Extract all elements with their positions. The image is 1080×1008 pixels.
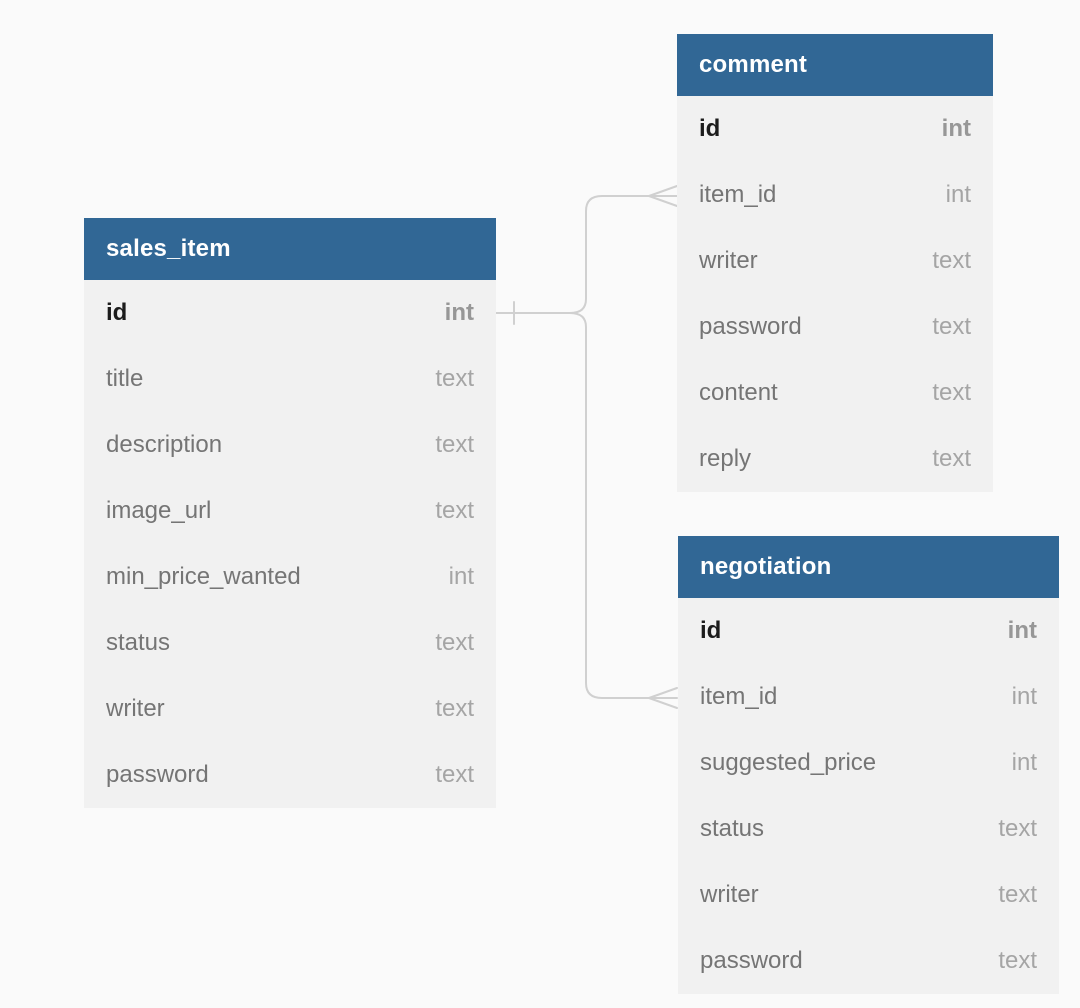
field-row-title: title text (84, 346, 496, 412)
field-row-id: id int (678, 598, 1059, 664)
cardinality-many-marker-comment (648, 185, 678, 207)
table-title: sales_item (106, 235, 231, 262)
field-name: item_id (700, 683, 778, 710)
relationship-sales-item-negotiation (569, 312, 650, 699)
field-name: id (699, 115, 721, 142)
field-name: status (700, 815, 765, 842)
field-row-status: status text (84, 610, 496, 676)
field-row-writer: writer text (677, 228, 993, 294)
field-type: text (435, 761, 474, 788)
field-row-reply: reply text (677, 426, 993, 492)
field-type: text (932, 313, 971, 340)
field-row-status: status text (678, 796, 1059, 862)
table-title: negotiation (700, 553, 832, 580)
cardinality-many-marker-negotiation (648, 687, 678, 709)
field-type: int (1011, 749, 1037, 776)
field-name: password (699, 313, 802, 340)
field-name: status (106, 629, 171, 656)
field-row-writer: writer text (678, 862, 1059, 928)
field-name: content (699, 379, 778, 406)
field-name: writer (106, 695, 165, 722)
field-name: image_url (106, 497, 212, 524)
field-type: text (932, 247, 971, 274)
field-name: writer (699, 247, 758, 274)
table-header-sales-item[interactable]: sales_item (84, 218, 496, 280)
field-name: reply (699, 445, 752, 472)
field-row-suggested_price: suggested_price int (678, 730, 1059, 796)
table-header-comment[interactable]: comment (677, 34, 993, 96)
field-name: writer (700, 881, 759, 908)
field-type: text (998, 881, 1037, 908)
field-type: text (435, 497, 474, 524)
table-sales-item[interactable]: sales_item id int title text description text… (84, 218, 496, 808)
field-name: suggested_price (700, 749, 877, 776)
field-row-password: password text (678, 928, 1059, 994)
field-name: title (106, 365, 144, 392)
table-title: comment (699, 51, 808, 78)
field-type: int (1007, 617, 1037, 644)
field-type: int (941, 115, 971, 142)
field-name: password (106, 761, 209, 788)
field-type: int (945, 181, 971, 208)
field-type: text (435, 695, 474, 722)
field-type: text (998, 947, 1037, 974)
field-row-item_id: item_id int (677, 162, 993, 228)
field-type: text (435, 629, 474, 656)
field-row-min_price_wanted: min_price_wanted int (84, 544, 496, 610)
field-row-content: content text (677, 360, 993, 426)
field-row-item_id: item_id int (678, 664, 1059, 730)
field-name: description (106, 431, 223, 458)
field-type: int (448, 563, 474, 590)
field-type: text (932, 445, 971, 472)
field-row-image_url: image_url text (84, 478, 496, 544)
field-row-password: password text (677, 294, 993, 360)
field-row-password: password text (84, 742, 496, 808)
field-type: int (1011, 683, 1037, 710)
field-type: text (998, 815, 1037, 842)
field-type: int (444, 299, 474, 326)
field-name: min_price_wanted (106, 563, 301, 590)
field-name: password (700, 947, 803, 974)
relationship-sales-item-comment (569, 195, 650, 314)
field-row-id: id int (84, 280, 496, 346)
field-row-writer: writer text (84, 676, 496, 742)
table-header-negotiation[interactable]: negotiation (678, 536, 1059, 598)
field-type: text (435, 431, 474, 458)
field-name: id (700, 617, 722, 644)
field-row-description: description text (84, 412, 496, 478)
field-name: item_id (699, 181, 777, 208)
field-type: text (932, 379, 971, 406)
field-row-id: id int (677, 96, 993, 162)
field-type: text (435, 365, 474, 392)
field-name: id (106, 299, 128, 326)
